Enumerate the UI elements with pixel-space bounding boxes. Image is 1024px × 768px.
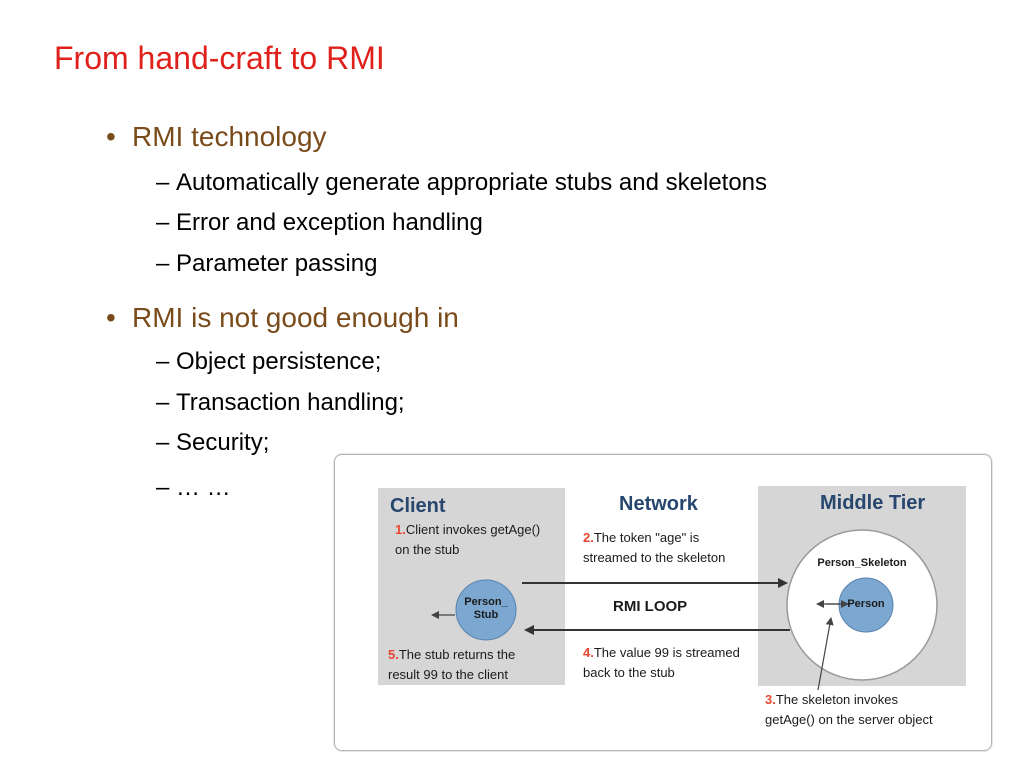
bullet-rmi-technology: • RMI technology <box>106 121 327 153</box>
bullet-dot: • <box>106 302 116 333</box>
step-text: streamed to the skeleton <box>583 550 726 565</box>
subitem: –Security; <box>156 429 269 457</box>
dash: – <box>156 250 170 277</box>
subitem: –Object persistence; <box>156 348 381 376</box>
dash: – <box>156 209 170 236</box>
subitem: –… … <box>156 474 231 502</box>
subitem-text: Error and exception handling <box>176 209 483 236</box>
step-number: 3. <box>765 692 776 707</box>
dash: – <box>156 429 170 456</box>
subitem: –Error and exception handling <box>156 209 483 237</box>
step-text: getAge() on the server object <box>765 712 933 727</box>
step3-pointer <box>817 617 834 691</box>
step-text: The token "age" is <box>593 530 700 545</box>
step-text: The skeleton invokes <box>775 692 898 707</box>
step-3: 3.The skeleton invokes getAge() on the s… <box>765 690 933 730</box>
subitem-text: Automatically generate appropriate stubs… <box>176 169 768 196</box>
step-4: 4.The value 99 is streamed back to the s… <box>583 643 740 683</box>
step-5: 5.The stub returns the result 99 to the … <box>388 645 515 685</box>
step-text: The value 99 is streamed <box>593 645 740 660</box>
bullet-label: RMI technology <box>132 121 327 152</box>
stub-object-circle <box>455 579 517 641</box>
subitem-text: Object persistence; <box>176 348 382 375</box>
subitem-text: … … <box>176 474 231 501</box>
bullet-dot: • <box>106 121 116 152</box>
subitem-text: Transaction handling; <box>176 389 405 416</box>
stub-label-line2: Stub <box>473 609 499 621</box>
dash: – <box>156 169 170 196</box>
person-label: Person <box>847 598 885 610</box>
network-header: Network <box>619 493 698 515</box>
stub-label-line1: Person_ <box>464 596 508 608</box>
step-text: on the stub <box>395 542 460 557</box>
dash: – <box>156 389 170 416</box>
subitem: –Transaction handling; <box>156 389 405 417</box>
step-number: 2. <box>583 530 594 545</box>
client-header: Client <box>390 495 446 517</box>
subitem-text: Parameter passing <box>176 250 378 277</box>
dash: – <box>156 474 170 501</box>
step-text: Client invokes getAge() <box>405 522 541 537</box>
bullet-label: RMI is not good enough in <box>132 302 459 333</box>
rmi-loop-label: RMI LOOP <box>613 598 688 615</box>
step-2: 2.The token "age" is streamed to the ske… <box>583 528 725 568</box>
subitem: –Parameter passing <box>156 250 377 278</box>
step-text: The stub returns the <box>398 647 516 662</box>
subitem: –Automatically generate appropriate stub… <box>156 169 767 197</box>
step-number: 4. <box>583 645 594 660</box>
step-number: 1. <box>395 522 406 537</box>
stub-label: Person_ Stub <box>456 596 516 622</box>
skeleton-label: Person_Skeleton <box>817 557 907 569</box>
person-object-circle <box>838 577 894 633</box>
dash: – <box>156 348 170 375</box>
bullet-rmi-not-good-enough: • RMI is not good enough in <box>106 302 459 334</box>
subitem-text: Security; <box>176 429 270 456</box>
step-number: 5. <box>388 647 399 662</box>
step-text: result 99 to the client <box>388 667 508 682</box>
slide-title: From hand-craft to RMI <box>54 40 385 76</box>
middle-tier-header: Middle Tier <box>820 492 926 514</box>
step-1: 1.Client invokes getAge() on the stub <box>395 520 540 560</box>
step-text: back to the stub <box>583 665 675 680</box>
